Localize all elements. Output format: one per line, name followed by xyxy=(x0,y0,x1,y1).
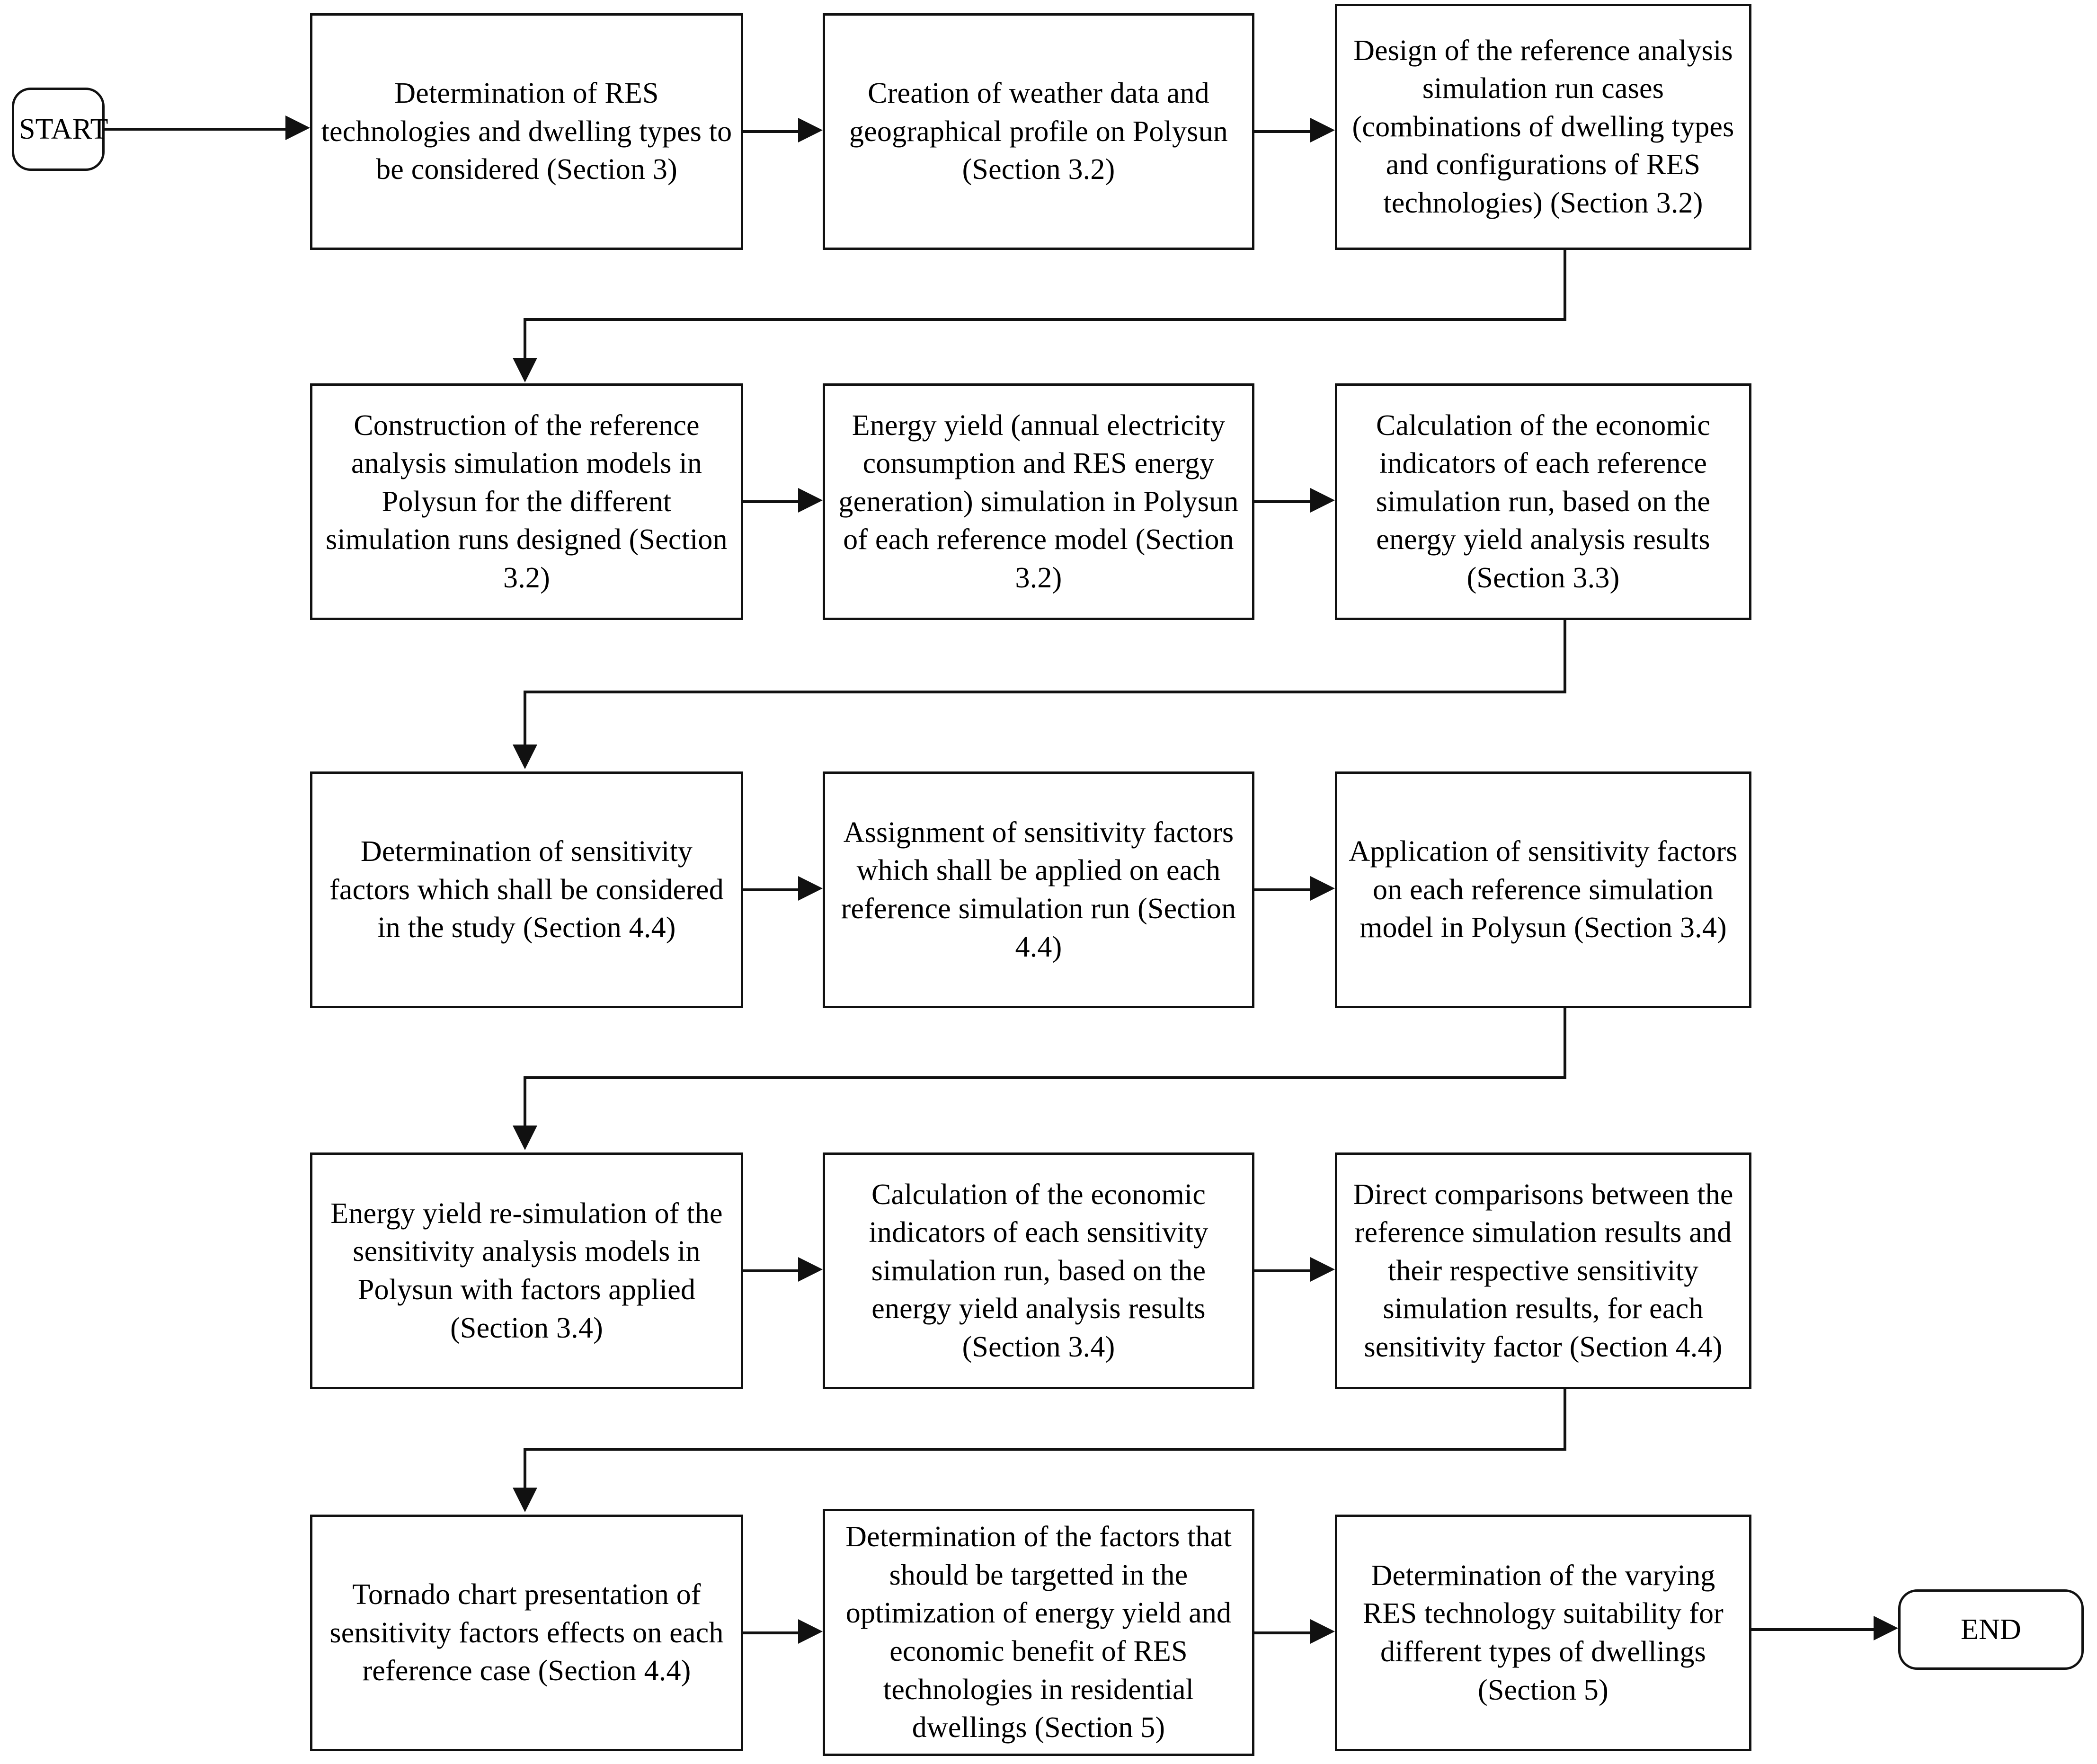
edge-n8-to-n9 xyxy=(1254,888,1310,891)
edge-n15-to-end xyxy=(1751,1628,1874,1631)
arrowhead-n13-to-n14 xyxy=(798,1619,823,1644)
edge-n3-to-n4-seg-down2 xyxy=(524,318,526,359)
arrowhead-n8-to-n9 xyxy=(1310,876,1335,901)
edge-n13-to-n14 xyxy=(743,1631,798,1634)
arrowhead-n3-to-n4 xyxy=(513,358,537,382)
node-label: Tornado chart presentation of sensitivit… xyxy=(329,1578,724,1687)
edge-n5-to-n6 xyxy=(1254,500,1310,503)
edge-n9-to-n10-seg-down xyxy=(1564,1008,1566,1079)
node-calculation-economic-indicators-reference[interactable]: Calculation of the economic indicators o… xyxy=(1335,383,1751,620)
arrowhead-n1-to-n2 xyxy=(798,118,823,142)
arrowhead-n6-to-n7 xyxy=(513,745,537,769)
node-construction-reference-models[interactable]: Construction of the reference analysis s… xyxy=(310,383,743,620)
edge-n12-to-n13-seg-down2 xyxy=(524,1448,526,1489)
edge-n1-to-n2 xyxy=(743,130,798,133)
node-direct-comparisons[interactable]: Direct comparisons between the reference… xyxy=(1335,1152,1751,1389)
edge-n12-to-n13-seg-left xyxy=(524,1448,1566,1451)
edge-n14-to-n15 xyxy=(1254,1631,1310,1634)
node-label: Construction of the reference analysis s… xyxy=(326,409,728,594)
arrowhead-start-to-n1 xyxy=(285,115,310,140)
arrowhead-n12-to-n13 xyxy=(513,1488,537,1512)
node-calculation-economic-indicators-sensitivity[interactable]: Calculation of the economic indicators o… xyxy=(823,1152,1254,1389)
arrowhead-n14-to-n15 xyxy=(1310,1619,1335,1644)
arrowhead-n15-to-end xyxy=(1874,1616,1898,1640)
node-label: Determination of RES technologies and dw… xyxy=(321,77,732,186)
edge-n4-to-n5 xyxy=(743,500,798,503)
node-determination-sensitivity-factors[interactable]: Determination of sensitivity factors whi… xyxy=(310,771,743,1008)
node-tornado-chart-presentation[interactable]: Tornado chart presentation of sensitivit… xyxy=(310,1515,743,1751)
node-label: Direct comparisons between the reference… xyxy=(1353,1178,1733,1363)
arrowhead-n4-to-n5 xyxy=(798,488,823,513)
node-determination-res-suitability[interactable]: Determination of the varying RES technol… xyxy=(1335,1515,1751,1751)
edge-n6-to-n7-seg-down xyxy=(1564,620,1566,693)
edge-n6-to-n7-seg-left xyxy=(524,691,1566,693)
node-label: Determination of the factors that should… xyxy=(845,1521,1232,1744)
edge-n7-to-n8 xyxy=(743,888,798,891)
arrowhead-n10-to-n11 xyxy=(798,1257,823,1282)
arrowhead-n7-to-n8 xyxy=(798,876,823,901)
arrowhead-n2-to-n3 xyxy=(1310,118,1335,142)
node-determination-target-factors[interactable]: Determination of the factors that should… xyxy=(823,1509,1254,1756)
node-end-label: END xyxy=(1960,1613,2022,1646)
node-start[interactable]: START xyxy=(12,88,108,171)
node-design-reference-analysis-run-cases[interactable]: Design of the reference analysis simulat… xyxy=(1335,4,1751,250)
edge-n9-to-n10-seg-left xyxy=(524,1076,1566,1079)
edge-n9-to-n10-seg-down2 xyxy=(524,1076,526,1126)
node-determination-res-technologies[interactable]: Determination of RES technologies and dw… xyxy=(310,13,743,250)
edge-n11-to-n12 xyxy=(1254,1269,1310,1272)
node-label: Calculation of the economic indicators o… xyxy=(869,1178,1208,1363)
node-label: Assignment of sensitivity factors which … xyxy=(841,816,1236,963)
edge-n10-to-n11 xyxy=(743,1269,798,1272)
node-creation-weather-data[interactable]: Creation of weather data and geographica… xyxy=(823,13,1254,250)
node-application-sensitivity-factors[interactable]: Application of sensitivity factors on ea… xyxy=(1335,771,1751,1008)
arrowhead-n11-to-n12 xyxy=(1310,1257,1335,1282)
node-label: Design of the reference analysis simulat… xyxy=(1352,34,1734,219)
edge-n3-to-n4-seg-left xyxy=(524,318,1566,321)
edge-n12-to-n13-seg-down xyxy=(1564,1389,1566,1451)
edge-start-to-n1 xyxy=(105,128,285,131)
node-label: Determination of the varying RES technol… xyxy=(1363,1559,1724,1706)
node-energy-yield-simulation[interactable]: Energy yield (annual electricity consump… xyxy=(823,383,1254,620)
node-label: Creation of weather data and geographica… xyxy=(849,77,1228,186)
node-energy-yield-resimulation[interactable]: Energy yield re-simulation of the sensit… xyxy=(310,1152,743,1389)
node-label: Energy yield re-simulation of the sensit… xyxy=(330,1197,723,1344)
edge-n2-to-n3 xyxy=(1254,130,1310,133)
arrowhead-n9-to-n10 xyxy=(513,1126,537,1150)
node-label: Energy yield (annual electricity consump… xyxy=(838,409,1239,594)
node-label: Calculation of the economic indicators o… xyxy=(1376,409,1711,594)
node-label: Application of sensitivity factors on ea… xyxy=(1349,835,1738,944)
node-end[interactable]: END xyxy=(1898,1589,2084,1670)
node-assignment-sensitivity-factors[interactable]: Assignment of sensitivity factors which … xyxy=(823,771,1254,1008)
node-label: Determination of sensitivity factors whi… xyxy=(329,835,724,944)
edge-n3-to-n4-seg-down xyxy=(1564,250,1566,321)
node-start-label: START xyxy=(19,113,108,145)
arrowhead-n5-to-n6 xyxy=(1310,488,1335,513)
edge-n6-to-n7-seg-down2 xyxy=(524,691,526,745)
